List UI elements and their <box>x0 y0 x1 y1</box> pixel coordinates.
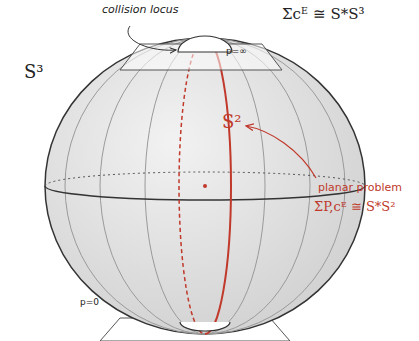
red-meridian-front <box>205 38 231 334</box>
meridian <box>145 38 205 334</box>
formula: Σ̄cᴱ ≅ S*S³ <box>282 6 365 23</box>
space-label: S² <box>222 112 242 132</box>
plane-label: p=0 <box>80 298 99 308</box>
equator-front <box>45 186 365 200</box>
bottom-cap <box>180 322 230 331</box>
space-label: S³ <box>24 62 44 82</box>
leader-collision <box>128 26 176 50</box>
formula: Σ̄P,cᴱ ≅ S*S² <box>314 200 395 214</box>
leader-planar <box>246 126 316 178</box>
meridian <box>205 38 265 334</box>
center-dot <box>203 184 207 188</box>
annotation: planar problem <box>318 182 402 194</box>
meridian <box>205 38 310 334</box>
collision-cap <box>178 36 232 52</box>
red-meridian-back <box>179 38 205 334</box>
equator-back <box>45 172 365 186</box>
meridian <box>100 38 205 334</box>
sphere <box>45 38 365 334</box>
callout-label: collision locus <box>102 4 178 16</box>
meridian <box>65 38 205 334</box>
plane-label: p=∞ <box>226 47 247 57</box>
